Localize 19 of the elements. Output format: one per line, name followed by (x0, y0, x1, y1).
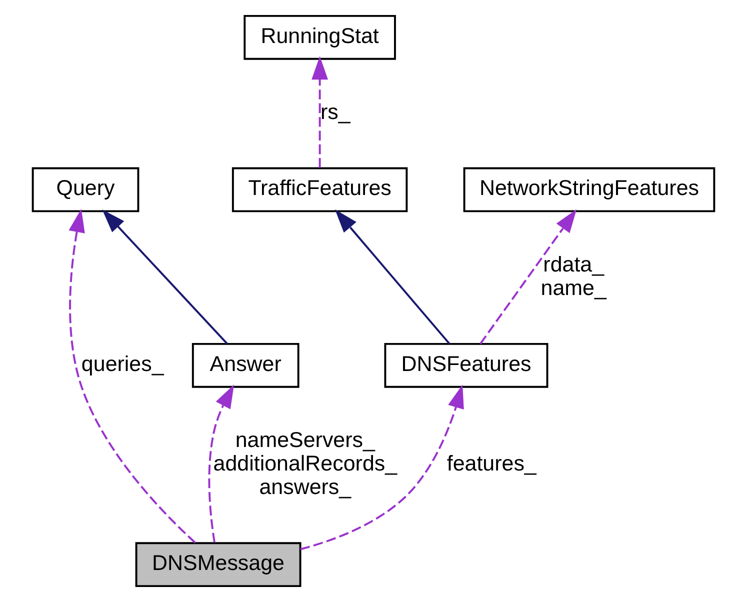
arrow (102, 210, 228, 344)
node-box: DNSMessage (135, 542, 302, 588)
arrow (312, 56, 328, 168)
node-box: Query (32, 167, 140, 212)
edge-label: nameServers_ additionalRecords_ answers_ (213, 428, 398, 499)
node-box: NetworkStringFeatures (463, 167, 716, 212)
arrow (334, 209, 450, 344)
edge-label: features_ (446, 451, 536, 476)
arrow (68, 208, 196, 544)
node-box: DNSFeatures (384, 342, 548, 388)
arrow (480, 209, 577, 344)
arrow (208, 384, 234, 543)
arrow (300, 384, 464, 550)
node-box: RunningStat (244, 14, 396, 60)
edge-label: rdata_ name_ (540, 252, 606, 300)
edge-label: rs_ (320, 100, 350, 124)
node-box: Answer (192, 342, 300, 388)
node-box: TrafficFeatures (232, 167, 408, 212)
edge-label: queries_ (81, 352, 164, 376)
